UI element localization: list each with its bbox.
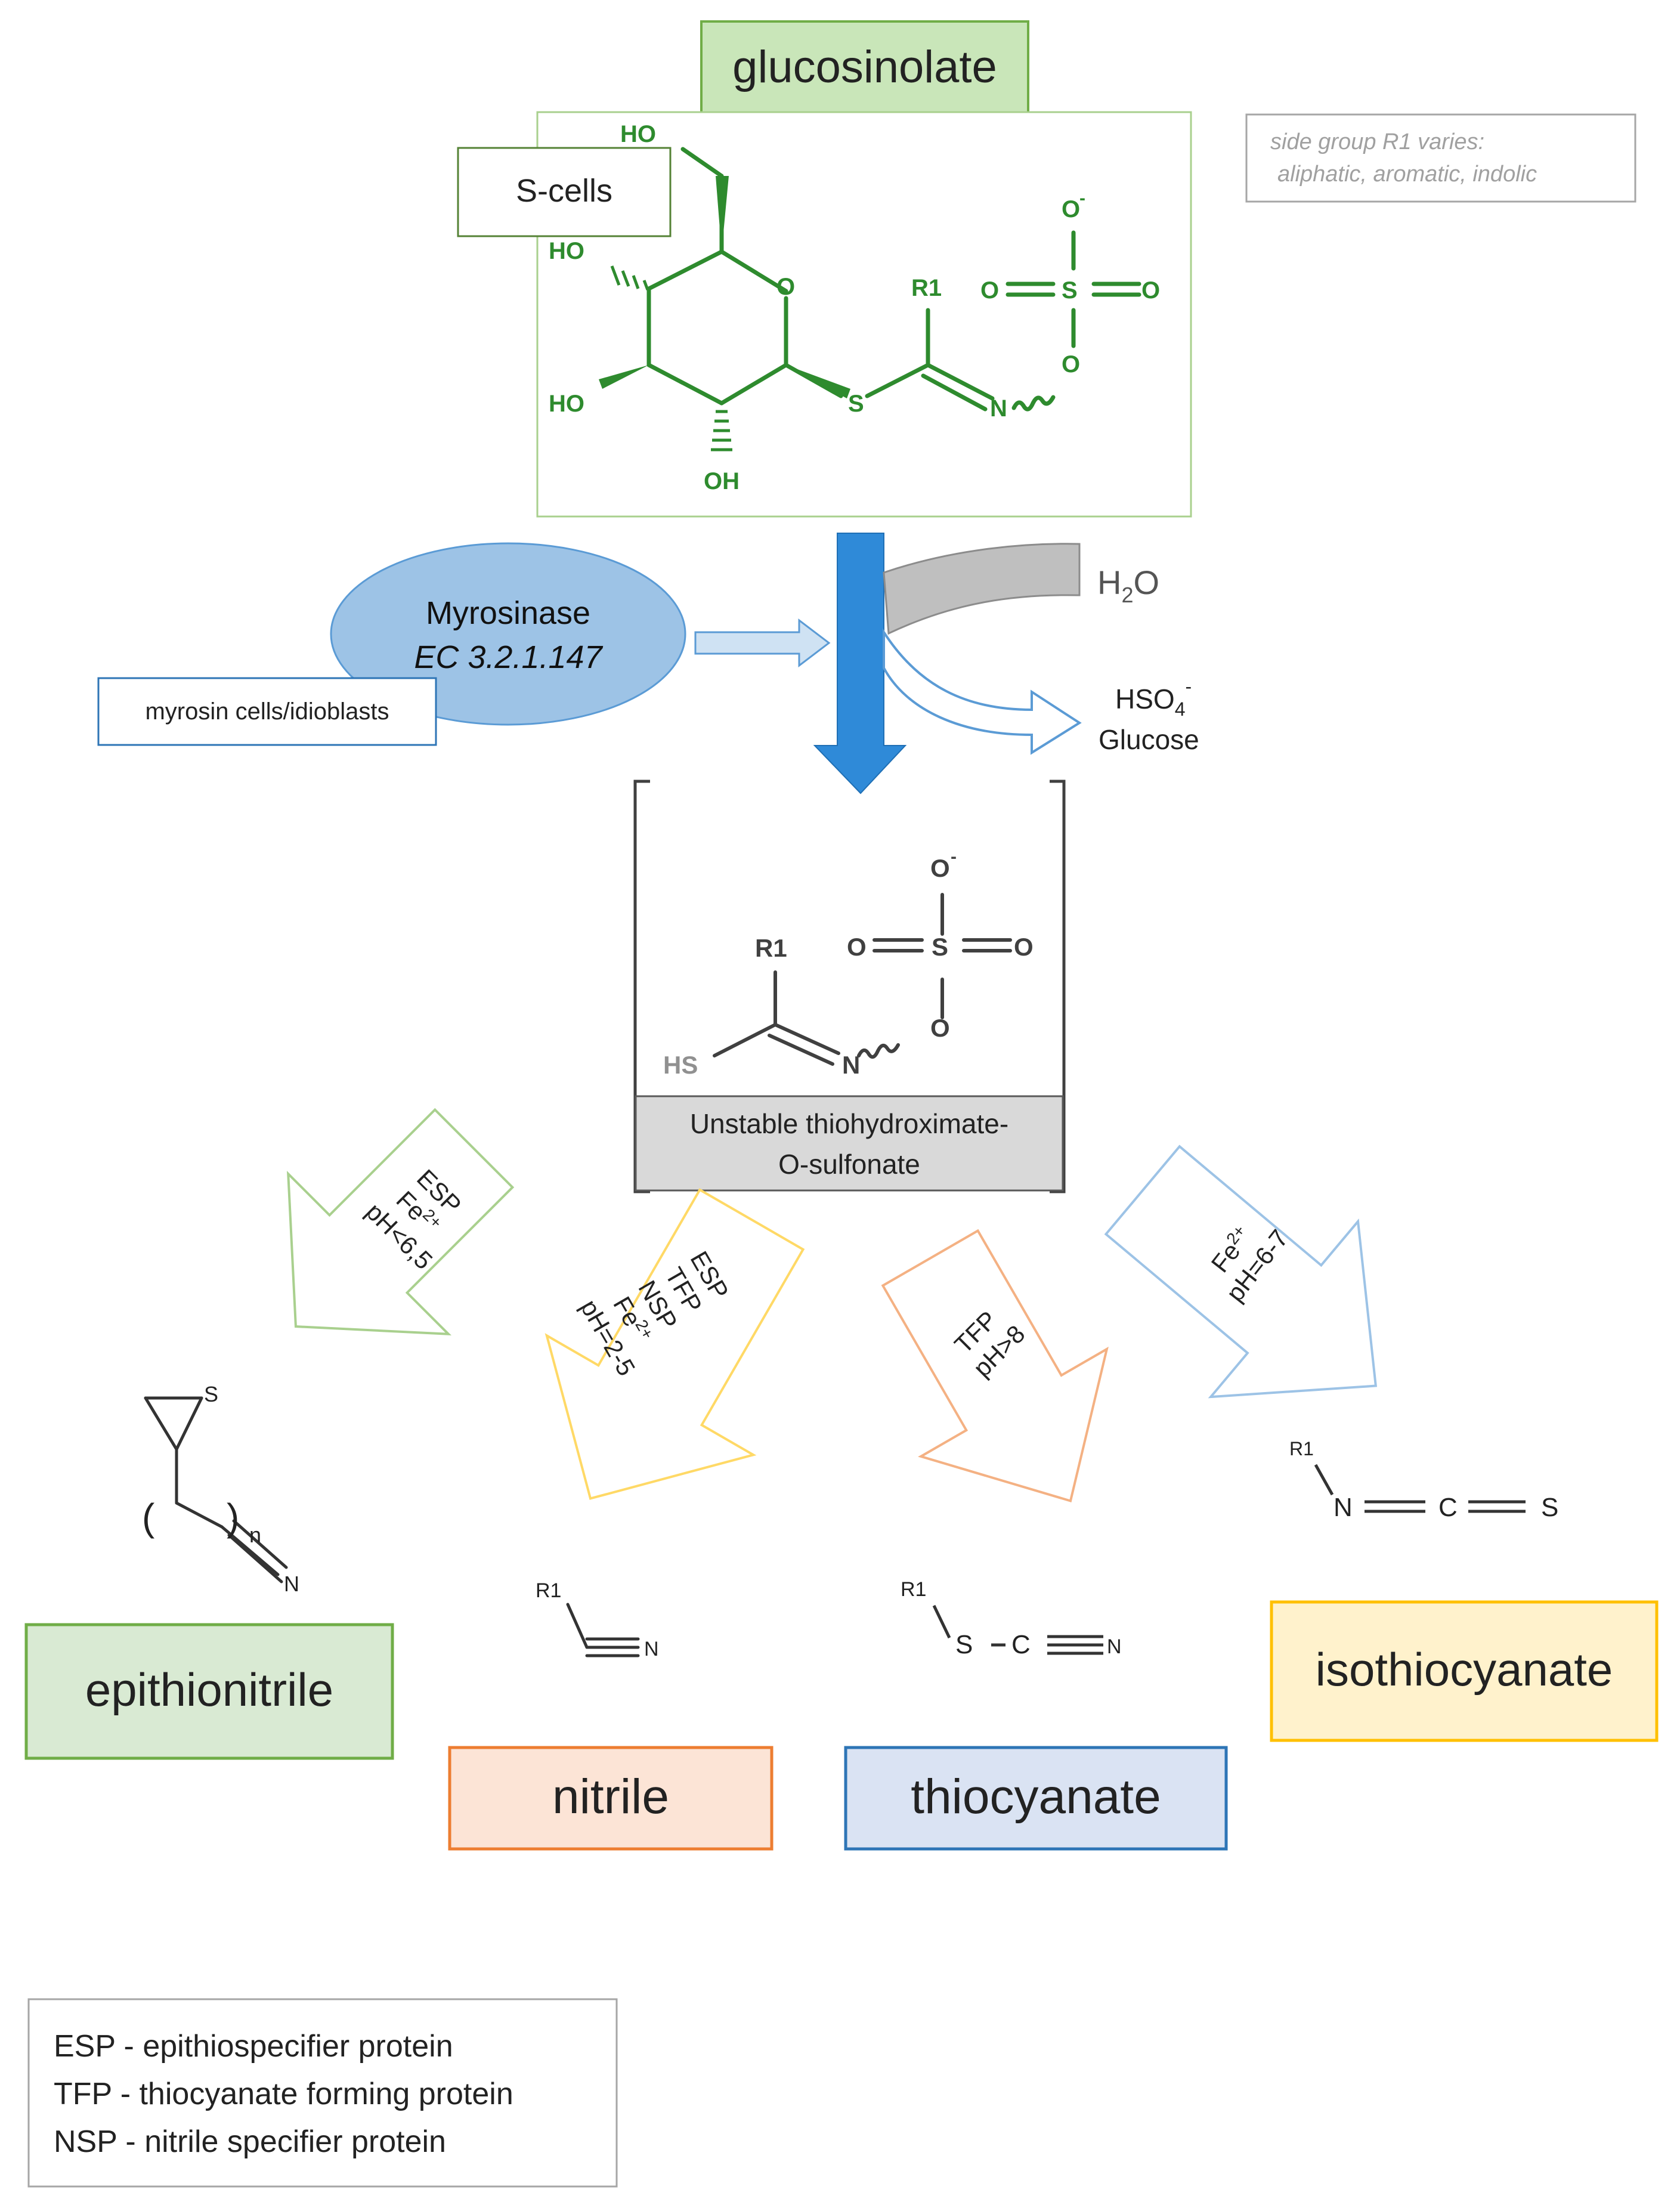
title-text: glucosinolate [732,42,997,92]
iso-double-bond-2 [1468,1500,1526,1513]
thiocyanate-label: thiocyanate [911,1770,1161,1824]
nit-r1: R1 [536,1579,561,1602]
scells-box [457,147,672,237]
gluc-ho-top: HO [620,121,656,147]
enzyme-arrow [694,618,831,668]
thio-c: C [1011,1630,1031,1659]
intermediate-structure [713,893,1012,1066]
title-box [700,20,1029,114]
gluc-o-right: O [1141,277,1160,304]
myrosin-cells-label: myrosin cells/idioblasts [145,698,389,725]
legend-item-nsp: NSP - nitrile specifier protein [54,2124,446,2159]
wedge-bond-ch2 [716,176,729,252]
legend-item-tfp: TFP - thiocyanate forming protein [54,2077,513,2111]
myrosinase-ec: EC 3.2.1.147 [414,639,603,675]
thio-s: S [955,1630,973,1659]
thio-n: N [1107,1635,1122,1658]
int-hs: HS [663,1051,698,1079]
side-note-line1: side group R1 varies: [1270,129,1484,154]
int-r1: R1 [755,934,787,962]
gluc-o-link: O [1062,351,1080,378]
gluc-ho-bottom-left: HO [549,391,584,417]
side-note-line2: aliphatic, aromatic, indolic [1277,162,1537,187]
products-out-arrow [883,628,1082,755]
epithionitrile-box [24,1623,394,1760]
hso4-label: HSO4- [1115,676,1192,720]
int-o-right: O [1014,933,1034,961]
wedge-bond-s [786,365,850,398]
water-label: H2O [1097,564,1159,607]
thiocyanate-arrow [881,1229,1109,1503]
intermediate-label-line2: O-sulfonate [778,1149,920,1180]
nitrile-box [448,1746,774,1851]
side-note-box [1245,113,1636,203]
iso-r1: R1 [1289,1438,1314,1459]
nitrile-structure [566,1603,640,1657]
nit-n: N [644,1638,659,1660]
epi-paren-close: ) [227,1496,239,1539]
int-o-minus-charge: - [951,847,957,867]
gluc-o-minus-charge: - [1079,188,1085,208]
isothiocyanate-box [1270,1600,1659,1742]
gluc-s-center: S [1062,277,1078,304]
gluc-ho-left: HO [549,238,584,264]
iso-n: N [1334,1493,1353,1522]
myrosinase-name: Myrosinase [426,595,590,631]
intermediate-bracket-left [633,780,650,1193]
legend-box [27,1998,618,2188]
intermediate-bracket-right [1050,780,1066,1193]
epi-paren-open: ( [142,1496,154,1539]
myrosin-cells-box [97,677,437,746]
hash-bond-ho [610,265,649,290]
epi-n: N [284,1572,299,1596]
iso-double-bond-1 [1365,1500,1425,1513]
gluc-n: N [990,395,1007,422]
int-s-center: S [932,933,948,961]
gluc-r1: R1 [911,275,942,301]
thio-r1: R1 [901,1578,926,1601]
epi-s: S [204,1382,218,1406]
iso-c: C [1438,1493,1458,1522]
epithionitrile-structure [144,1396,288,1584]
epithionitrile-label: epithionitrile [85,1663,333,1716]
thio-r1-bond [932,1604,951,1639]
int-o-minus: O [930,854,950,882]
gluc-oh-bottom: OH [704,468,740,494]
iso-s: S [1541,1493,1558,1522]
gluc-s: S [848,391,864,417]
main-down-arrow [813,533,907,794]
thiocyanate-box [844,1746,1228,1851]
gluc-o-left: O [980,277,999,304]
glucose-label: Glucose [1099,724,1199,755]
nitrile-label: nitrile [552,1770,669,1824]
int-o-left: O [847,933,867,961]
nitrile-arrow [544,1188,805,1500]
thio-triple-bond [1047,1635,1103,1655]
legend-item-esp: ESP - epithiospecifier protein [54,2029,453,2064]
int-n: N [842,1051,860,1079]
epi-sub-n: n [249,1523,261,1547]
intermediate-label-box [635,1095,1064,1192]
int-o-link: O [930,1014,950,1042]
scells-label: S-cells [516,173,612,209]
epithionitrile-arrow [286,1108,515,1336]
isothiocyanate-label: isothiocyanate [1316,1643,1613,1696]
iso-r1-bond [1314,1464,1334,1496]
water-curve [883,543,1081,635]
intermediate-label-line1: Unstable thiohydroximate- [690,1108,1008,1139]
wedge-bond-ho-left [599,365,649,389]
gluc-ring-o: O [776,274,795,300]
hash-bond-oh [711,410,732,451]
glucosinolate-structure [646,147,1141,412]
isothiocyanate-arrow [1104,1145,1378,1399]
gluc-o-minus: O [1062,196,1080,222]
